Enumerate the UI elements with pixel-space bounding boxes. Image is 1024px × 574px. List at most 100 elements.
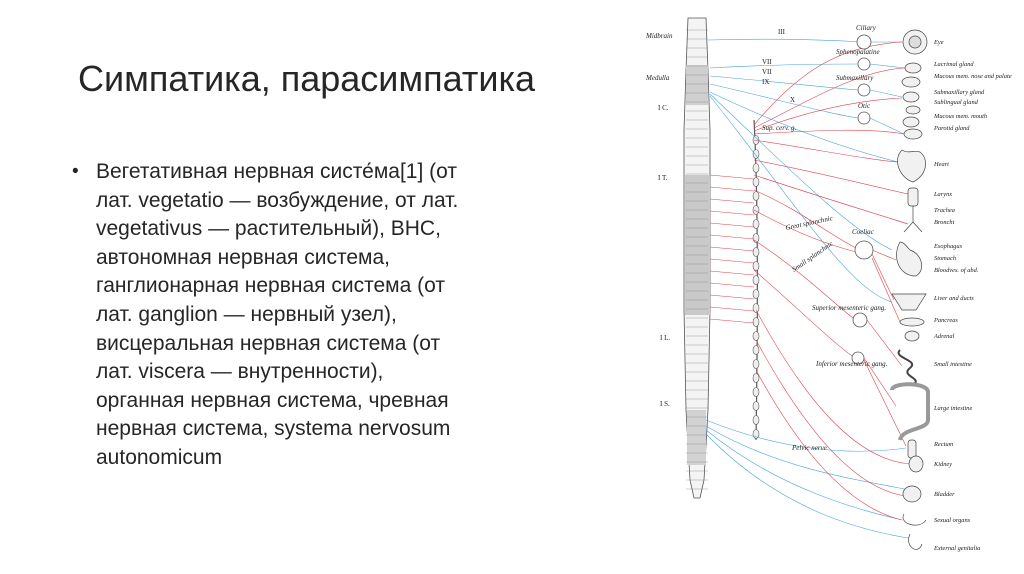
chain-ganglion (753, 374, 759, 383)
label-otic: Otic (858, 102, 871, 110)
chain-ganglion (753, 388, 759, 397)
kidney-icon (909, 456, 923, 472)
heart-icon (898, 150, 926, 182)
sexual-organs-icon (903, 514, 926, 525)
chain-ganglion (753, 248, 759, 257)
label-liver: Liver and ducts (933, 295, 974, 302)
stomach-icon (897, 242, 922, 276)
label-eye: Eye (933, 39, 944, 46)
bullet-line: vegetativus — растительный), ВНС, (96, 215, 458, 244)
label-inf-mesenteric: Inferior mesenteric gang. (815, 360, 888, 368)
external-genitalia-icon (909, 534, 922, 549)
sympathetic-fibre (754, 68, 905, 128)
label-cervical: I C. (658, 104, 669, 112)
label-nerve-vii-second: VII (762, 68, 772, 76)
sympathetic-fibre (872, 254, 894, 300)
parasympathetic-fibre (708, 39, 864, 42)
chain-ganglion (753, 332, 759, 341)
chain-ganglion (753, 150, 759, 159)
chain-ganglion (753, 318, 759, 327)
label-heart: Heart (933, 161, 949, 168)
organ-labels: Eye Lacrimal gland Mucous mem. nose and … (933, 39, 1012, 552)
label-submaxillary-gland: Submaxillary gland (934, 89, 985, 96)
coeliac-ganglion (855, 241, 873, 259)
bullet-item: • Вегетативная нервная систе́ма[1] (от л… (72, 158, 572, 473)
label-parotid: Parotid gland (933, 125, 970, 132)
sympathetic-fibre (754, 140, 898, 162)
bullet-line: нервная система, systema nervosum (96, 415, 458, 444)
chain-ganglion (753, 192, 759, 201)
chain-ganglion (753, 416, 759, 425)
sympathetic-ramus (710, 247, 754, 251)
label-pancreas: Pancreas (933, 317, 958, 324)
label-sublingual: Sublingual gland (934, 99, 979, 106)
nasal-mucosa-icon (902, 77, 920, 87)
adrenal-icon (905, 331, 919, 341)
label-midbrain: Midbrain (645, 32, 673, 40)
label-large-intestine: Large intestine (933, 405, 972, 412)
label-nose-palate: Mucous mem. nose and palate (933, 73, 1012, 80)
label-mouth: Mucous mem. mouth (933, 113, 987, 120)
label-bronchi: Bronchi (934, 219, 955, 226)
large-intestine-icon (892, 384, 928, 440)
slide-title: Симпатика, парасимпатика (78, 58, 535, 100)
label-sup-cerv-g: Sup. cerv. g. (762, 124, 797, 132)
sympathetic-fibre (872, 250, 896, 260)
bullet-line: висцеральная нервная система (от (96, 330, 458, 359)
chain-ganglion (753, 276, 759, 285)
label-coeliac: Coeliac (852, 228, 875, 236)
chain-ganglion (753, 206, 759, 215)
submaxillary-gland-icon (903, 92, 919, 102)
label-thoracic: I T. (658, 174, 668, 182)
parasympathetic-fibre (710, 64, 858, 68)
label-lacrimal: Lacrimal gland (933, 61, 974, 68)
label-kidney: Kidney (933, 461, 952, 468)
sympathetic-ramus (710, 235, 754, 239)
sympathetic-ramus (710, 319, 754, 323)
body-text: • Вегетативная нервная систе́ма[1] (от л… (72, 158, 572, 473)
bullet-line: ганглионарная нервная система (от (96, 272, 458, 301)
thoracic-segment (685, 175, 710, 315)
label-lumbar: I L. (660, 334, 670, 342)
label-nerve-iii: III (778, 28, 786, 36)
bullet-dot-icon: • (72, 158, 96, 187)
bullet-line: лат. viscera — внутренности), (96, 358, 458, 387)
sympathetic-ramus (710, 295, 754, 299)
sympathetic-ramus (710, 199, 754, 203)
bullet-line: Вегетативная нервная систе́ма[1] (от (96, 158, 458, 187)
prevertebral-ganglia (852, 35, 873, 364)
bladder-icon (903, 486, 921, 502)
sympathetic-ramus (710, 307, 754, 311)
pancreas-icon (900, 318, 924, 326)
label-medulla: Medulla (645, 74, 670, 82)
label-rectum: Rectum (933, 441, 954, 448)
parasympathetic-fibre (706, 426, 910, 490)
sympathetic-ramus (710, 271, 754, 275)
bullet-line: автономная нервная система, (96, 244, 458, 273)
organs (892, 30, 928, 549)
label-trachea: Trachea (934, 207, 955, 214)
sympathetic-ramus (710, 211, 754, 215)
bullet-line: лат. vegetatio — возбуждение, от лат. (96, 187, 458, 216)
sympathetic-ramus (710, 259, 754, 263)
lacrimal-gland-icon (905, 63, 921, 73)
sacral-segment (687, 410, 706, 465)
small-intestine-icon (899, 350, 916, 384)
chain-ganglion (753, 346, 759, 355)
ciliary-ganglion (857, 35, 871, 49)
bullet-paragraph: Вегетативная нервная систе́ма[1] (от лат… (96, 158, 458, 473)
parasympathetic-fibre (870, 64, 905, 68)
sympathetic-ramus (710, 187, 754, 191)
label-small-intestine: Small intestine (934, 361, 972, 368)
sphenopalatine-ganglion (858, 58, 870, 70)
label-small-splanchnic: Small splanchnic (791, 239, 836, 274)
label-bladder: Bladder (934, 491, 955, 498)
label-esophagus: Esophagus (933, 243, 963, 250)
eye-pupil-icon (909, 36, 921, 48)
sympathetic-fibre (872, 258, 900, 322)
chain-ganglion (753, 360, 759, 369)
label-larynx: Larynx (933, 191, 952, 198)
label-sexual-organs: Sexual organs (934, 517, 971, 524)
label-pelvic-nerve: Pelvic nerve (791, 444, 827, 452)
bullet-line: autonomicum (96, 444, 458, 473)
